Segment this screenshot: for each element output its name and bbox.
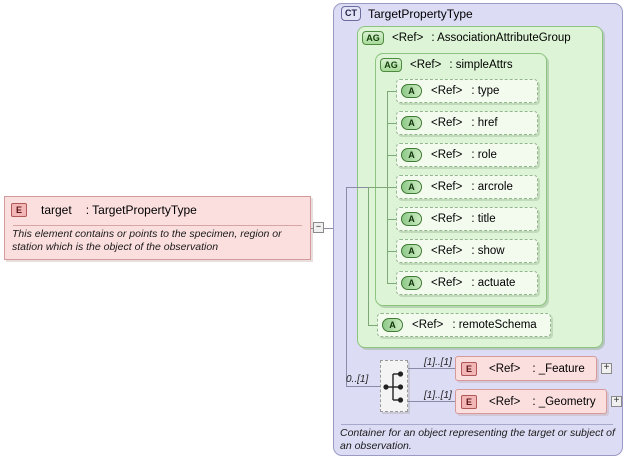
root-element-name: target — [41, 203, 72, 217]
attribute-ref: <Ref> — [431, 277, 463, 289]
attribute-group-association-ref: <Ref> — [392, 32, 424, 44]
complex-type-name: TargetPropertyType — [368, 6, 473, 21]
attribute-group-icon: AG — [380, 58, 402, 72]
feature-expand-expander[interactable]: + — [601, 363, 612, 374]
attribute-group-simpleattrs-type: : simpleAttrs — [449, 59, 513, 71]
attribute-group-icon: AG — [362, 31, 384, 45]
element-icon: E — [461, 361, 477, 376]
attribute-group-association-type: : AssociationAttributeGroup — [431, 32, 571, 44]
attribute-tree-branch — [387, 91, 398, 92]
root-element-documentation: This element contains or points to the s… — [12, 228, 282, 253]
attribute-row-remoteschema[interactable]: A <Ref> : remoteSchema — [377, 313, 551, 337]
feature-cardinality: [1]..[1] — [424, 357, 452, 368]
attribute-row[interactable]: A <Ref> : role — [396, 143, 538, 167]
attribute-ref: <Ref> — [431, 245, 463, 257]
element-type: : _Geometry — [532, 395, 596, 408]
element-type: : _Feature — [532, 362, 585, 375]
complex-type-footer-divider — [341, 424, 613, 425]
attribute-icon: A — [401, 116, 422, 130]
connector-to-choice — [346, 386, 380, 387]
attribute-tree-branch — [387, 123, 398, 124]
attribute-group-simpleattrs-ref: <Ref> — [410, 59, 442, 71]
attribute-tree-branch — [387, 155, 398, 156]
root-element-type: : TargetPropertyType — [85, 203, 197, 217]
attribute-tree-branch — [387, 251, 398, 252]
attribute-icon: A — [401, 180, 422, 194]
connector-choice-to-feature — [408, 368, 455, 369]
group-tree-branch-remoteschema — [368, 325, 378, 326]
geometry-cardinality: [1]..[1] — [424, 390, 452, 401]
connector-root-to-expander — [311, 228, 314, 229]
attribute-row[interactable]: A <Ref> : title — [396, 207, 538, 231]
attribute-row[interactable]: A <Ref> : type — [396, 79, 538, 103]
root-element-header: E target : TargetPropertyType — [11, 203, 197, 217]
complex-type-documentation: Container for an object representing the… — [340, 427, 615, 452]
attribute-icon: A — [401, 212, 422, 226]
attribute-icon: A — [401, 84, 422, 98]
element-row-feature[interactable]: E <Ref> : _Feature — [455, 356, 597, 381]
attribute-group-association-header: AG <Ref> : AssociationAttributeGroup — [362, 31, 571, 45]
attribute-ref: <Ref> — [431, 117, 463, 129]
attribute-type: : title — [471, 213, 496, 225]
element-ref: <Ref> — [489, 395, 521, 408]
attribute-ref: <Ref> — [431, 213, 463, 225]
content-model-spine — [346, 187, 347, 386]
choice-node[interactable] — [380, 360, 408, 412]
geometry-expand-expander[interactable]: + — [611, 396, 622, 407]
attribute-type: : remoteSchema — [452, 319, 537, 331]
connector-to-attribute-group — [346, 187, 368, 188]
element-icon: E — [461, 394, 477, 409]
attribute-icon: A — [401, 244, 422, 258]
attribute-ref: <Ref> — [431, 149, 463, 161]
attribute-type: : actuate — [471, 277, 516, 289]
element-ref: <Ref> — [489, 362, 521, 375]
complex-type-header: CT TargetPropertyType — [341, 6, 473, 21]
attribute-type: : type — [471, 85, 500, 97]
connector-choice-to-geometry — [408, 401, 455, 402]
attribute-type: : arcrole — [471, 181, 513, 193]
attribute-icon: A — [382, 318, 403, 332]
attribute-ref: <Ref> — [412, 319, 444, 331]
attribute-row[interactable]: A <Ref> : actuate — [396, 271, 538, 295]
root-element-box[interactable]: E target : TargetPropertyType This eleme… — [4, 196, 311, 260]
attribute-tree-branch — [387, 219, 398, 220]
element-row-geometry[interactable]: E <Ref> : _Geometry — [455, 389, 607, 414]
attribute-group-simpleattrs-header: AG <Ref> : simpleAttrs — [380, 58, 513, 72]
attribute-type: : role — [471, 149, 497, 161]
attribute-type: : show — [471, 245, 505, 257]
attribute-tree-branch — [387, 283, 398, 284]
attribute-row[interactable]: A <Ref> : arcrole — [396, 175, 538, 199]
attribute-ref: <Ref> — [431, 85, 463, 97]
group-tree-spine — [368, 187, 369, 325]
attribute-row[interactable]: A <Ref> : show — [396, 239, 538, 263]
connector-entry — [346, 228, 347, 229]
attribute-ref: <Ref> — [431, 181, 463, 193]
choice-cardinality: 0..[1] — [346, 374, 369, 385]
complex-type-icon: CT — [341, 6, 361, 21]
group-tree-branch-simpleattrs — [368, 187, 387, 188]
attribute-row[interactable]: A <Ref> : href — [396, 111, 538, 135]
root-element-divider — [13, 225, 302, 226]
attribute-tree-branch — [387, 187, 398, 188]
attribute-icon: A — [401, 148, 422, 162]
attribute-type: : href — [471, 117, 498, 129]
attribute-icon: A — [401, 276, 422, 290]
root-collapse-expander[interactable]: – — [313, 222, 324, 233]
choice-icon — [383, 371, 404, 403]
element-icon: E — [11, 203, 27, 217]
